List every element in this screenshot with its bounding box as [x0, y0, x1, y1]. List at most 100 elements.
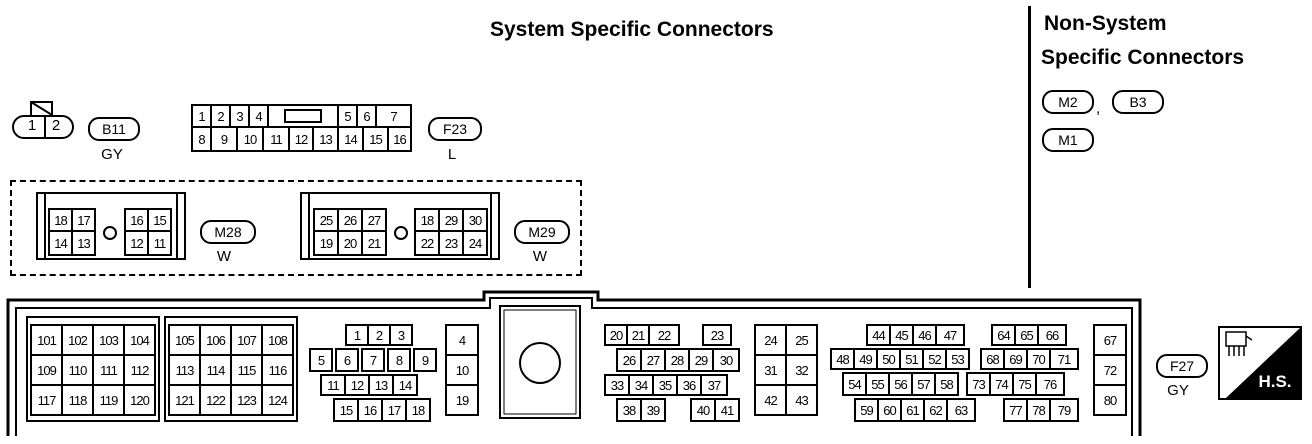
f27-pin: 110 [63, 356, 94, 386]
f27-pin: 122 [201, 386, 232, 416]
connector-code-b11: B11 [88, 117, 140, 141]
m28-wire-color: W [216, 248, 232, 265]
f27-pin: 30 [712, 348, 740, 372]
f27-pin: 123 [232, 386, 263, 416]
f27-pin: 109 [32, 356, 63, 386]
f27-pin: 121 [170, 386, 201, 416]
f27-pin: 32 [787, 356, 818, 386]
connector-code-f27: F27 [1156, 354, 1208, 378]
f27-pin: 33 [604, 374, 630, 396]
f27-pin: 63 [946, 398, 976, 422]
f27-pin: 107 [232, 326, 263, 356]
f27-pin: 124 [263, 386, 294, 416]
harness-side-icon [1218, 326, 1302, 400]
b11-pin-housing [12, 115, 74, 139]
f27-pin: 117 [32, 386, 63, 416]
f27-pin: 56 [888, 372, 913, 396]
f27-pin: 52 [922, 348, 947, 370]
f27-pin: 108 [263, 326, 294, 356]
f27-pin: 3 [389, 324, 413, 346]
f23-pin: 16 [387, 126, 412, 152]
f27-pin: 12 [344, 374, 370, 396]
f27-pin: 70 [1026, 348, 1051, 370]
f27-block-f: 24 25 31 32 42 43 [754, 324, 818, 416]
f27-pin: 5 [309, 348, 333, 372]
f27-pin: 14 [392, 374, 418, 396]
f27-pin: 27 [640, 348, 666, 372]
nonsystem-title-line2: Specific Connectors [1041, 46, 1245, 69]
f27-block-a-frame [26, 316, 160, 422]
f27-pin: 74 [989, 372, 1014, 396]
f27-pin: 17 [381, 398, 407, 422]
f23-key-icon [284, 109, 322, 123]
m28-center-post [103, 226, 117, 240]
f27-pin: 72 [1095, 356, 1127, 386]
m28-pin: 13 [71, 230, 96, 256]
f27-pin: 73 [966, 372, 991, 396]
f27-pin: 114 [201, 356, 232, 386]
connector-key-icon [30, 101, 53, 116]
f27-pin: 118 [63, 386, 94, 416]
f27-pin: 42 [756, 386, 787, 416]
f27-pin: 38 [616, 398, 642, 422]
f27-pin: 7 [361, 348, 385, 372]
f27-pin: 76 [1035, 372, 1065, 396]
f23-pin: 7 [375, 104, 412, 128]
b11-pin: 2 [51, 117, 61, 134]
f27-pin: 119 [94, 386, 125, 416]
m28-pin: 12 [124, 230, 149, 256]
f27-pin: 23 [702, 324, 732, 346]
f27-pin: 43 [787, 386, 818, 416]
section-divider [1028, 6, 1031, 288]
f27-pin: 25 [787, 326, 818, 356]
system-connectors-title: System Specific Connectors [490, 18, 774, 41]
f27-pin: 62 [923, 398, 948, 422]
f27-pin: 50 [876, 348, 901, 370]
f27-pin: 48 [830, 348, 855, 370]
connector-code-f23: F23 [428, 117, 482, 141]
f27-pin: 11 [320, 374, 346, 396]
m28-pin: 11 [147, 230, 172, 256]
f27-pin: 46 [912, 324, 937, 346]
m28-latch-left [36, 192, 46, 260]
f27-pin: 80 [1095, 386, 1127, 416]
connector-code-m29: M29 [514, 220, 570, 244]
f23-pin: 14 [337, 126, 364, 152]
f27-block-a: 101 102 103 104 109 110 111 112 117 118 … [30, 324, 156, 416]
connector-code-b3: B3 [1112, 90, 1164, 114]
f27-pin: 103 [94, 326, 125, 356]
m29-pin: 24 [462, 230, 488, 256]
m29-center-post [394, 226, 408, 240]
f27-pin: 67 [1095, 326, 1127, 356]
f23-pin: 9 [210, 126, 238, 152]
f27-pin: 101 [32, 326, 63, 356]
f27-pin: 37 [700, 374, 728, 396]
f27-pin: 65 [1014, 324, 1039, 346]
f27-pin: 24 [756, 326, 787, 356]
f27-pin: 36 [676, 374, 702, 396]
b11-wire-color: GY [101, 146, 123, 163]
f27-pin: 55 [865, 372, 890, 396]
f27-center-post [519, 342, 561, 384]
f27-pin: 34 [628, 374, 654, 396]
f27-pin: 49 [853, 348, 878, 370]
f27-pin: 54 [842, 372, 867, 396]
f27-pin: 16 [357, 398, 383, 422]
f27-pin: 22 [648, 324, 680, 346]
f27-pin: 66 [1037, 324, 1067, 346]
f27-pin: 71 [1049, 348, 1079, 370]
f27-pin: 6 [335, 348, 359, 372]
f27-pin: 26 [616, 348, 642, 372]
f23-pin: 12 [288, 126, 314, 152]
f27-pin: 20 [604, 324, 628, 346]
f27-pin: 61 [900, 398, 925, 422]
m29-latch-left [300, 192, 310, 260]
harness-side-label: H.S. [1258, 372, 1292, 391]
f27-pin: 10 [447, 356, 479, 386]
f27-pin: 120 [125, 386, 156, 416]
code-separator: , [1096, 100, 1101, 117]
f27-pin: 28 [664, 348, 690, 372]
m29-pin: 30 [462, 208, 488, 232]
f27-pin: 78 [1026, 398, 1051, 422]
f27-pin: 29 [688, 348, 714, 372]
